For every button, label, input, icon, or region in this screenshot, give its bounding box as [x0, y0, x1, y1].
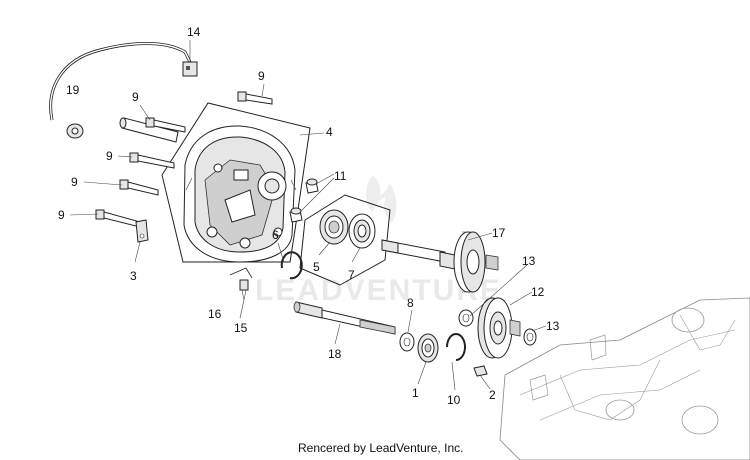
part-11-dowel-pins	[289, 178, 319, 223]
callout-18: 18	[328, 347, 342, 361]
callout-9-top: 9	[258, 69, 265, 83]
callout-13-upper: 13	[522, 254, 536, 268]
part-10-circlip	[446, 333, 466, 361]
part-long-pin	[119, 117, 179, 143]
bolt-middle	[129, 152, 175, 169]
part-4-housing-cover	[183, 125, 297, 263]
part-13-washer-upper	[458, 309, 474, 327]
callout-1: 1	[412, 386, 419, 400]
callout-17: 17	[492, 226, 506, 240]
part-9-bolts	[95, 91, 273, 228]
callout-16: 16	[208, 307, 222, 321]
callout-9-lower: 9	[71, 175, 78, 189]
callout-9-middle: 9	[106, 149, 113, 163]
callout-10: 10	[447, 393, 461, 407]
part-14-wire-harness	[49, 42, 198, 121]
callout-19: 19	[66, 83, 80, 97]
part-5-7-box	[299, 194, 391, 286]
callout-11: 11	[334, 169, 347, 183]
callout-3: 3	[130, 269, 137, 283]
part-18-shaft	[293, 301, 396, 335]
part-5-bearing	[319, 209, 349, 245]
callout-14: 14	[187, 25, 201, 39]
callout-2: 2	[489, 388, 496, 402]
callout-15: 15	[234, 321, 248, 335]
part-4-cover-box	[161, 102, 311, 263]
part-1-bearing	[417, 333, 439, 363]
callout-12: 12	[531, 285, 545, 299]
part-17-gear-shaft	[381, 231, 499, 293]
part-8-washer	[399, 332, 415, 352]
callout-labels: 1 2 3 4 5 6 7 8 9 9 9 9 9 10 11 12 13 13…	[58, 25, 560, 407]
credit-text: Rencered by LeadVenture, Inc.	[298, 441, 463, 455]
part-3-bracket	[135, 219, 149, 243]
part-13-washer-right	[523, 328, 537, 346]
bolt-lower	[119, 179, 159, 196]
callout-9-bottom: 9	[58, 208, 65, 222]
callout-5: 5	[313, 260, 320, 274]
part-2-dowel	[473, 365, 488, 377]
part-7-seal	[348, 213, 376, 249]
part-19-grommet	[66, 123, 84, 139]
part-15-plug	[239, 279, 249, 301]
bolt-top	[237, 91, 273, 105]
callout-6: 6	[272, 228, 279, 242]
bolt-upper	[145, 117, 186, 133]
crankcase-half	[499, 297, 750, 460]
leader-lines	[69, 40, 547, 391]
callout-4: 4	[326, 125, 333, 139]
callout-8: 8	[407, 296, 414, 310]
callout-9-upper: 9	[132, 90, 139, 104]
callout-13-right: 13	[546, 319, 560, 333]
bolt-bottom	[95, 209, 141, 228]
part-12-gear	[477, 297, 521, 359]
part-16-box	[229, 267, 253, 279]
callout-7: 7	[348, 268, 355, 282]
